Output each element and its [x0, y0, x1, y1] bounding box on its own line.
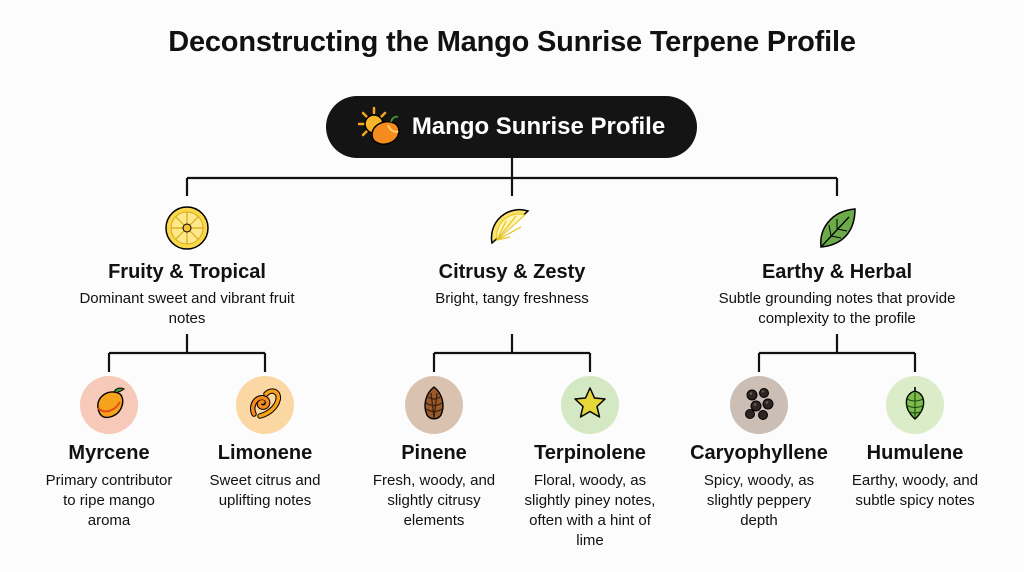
- terpinolene-circle: [561, 376, 619, 434]
- mango-icon: [90, 384, 128, 427]
- diagram-title: Deconstructing the Mango Sunrise Terpene…: [168, 26, 856, 58]
- terpene-name-myrcene: Myrcene: [68, 442, 150, 464]
- lemon-slice-icon: [488, 205, 536, 256]
- terpene-desc-humulene: Earthy, woody, and subtle spicy notes: [851, 472, 979, 509]
- terpene-desc-limonene: Sweet citrus and uplifting notes: [209, 472, 321, 509]
- terpene-name-limonene: Limonene: [217, 442, 313, 464]
- orange-peel-icon: [246, 384, 284, 427]
- category-title-fruity: Fruity & Tropical: [108, 261, 266, 283]
- category-desc-earthy: Subtle grounding notes that provide comp…: [718, 290, 956, 327]
- peppercorns-icon: [740, 384, 778, 427]
- humulene-circle: [886, 376, 944, 434]
- pineapple-slice-icon: [164, 205, 210, 256]
- limonene-circle: [236, 376, 294, 434]
- myrcene-circle: [80, 376, 138, 434]
- pinecone-icon: [415, 384, 453, 427]
- category-desc-fruity: Dominant sweet and vibrant fruit notes: [79, 290, 295, 327]
- terpene-name-caryophyllene: Caryophyllene: [690, 442, 828, 464]
- hop-icon: [896, 384, 934, 427]
- root-node: Mango Sunrise Profile: [326, 96, 697, 158]
- category-desc-citrusy: Bright, tangy freshness: [435, 290, 589, 307]
- terpene-desc-myrcene: Primary contributor to ripe mango aroma: [45, 472, 173, 529]
- terpene-name-pinene: Pinene: [401, 442, 467, 464]
- root-label: Mango Sunrise Profile: [411, 113, 666, 140]
- category-title-citrusy: Citrusy & Zesty: [438, 261, 586, 283]
- terpene-name-terpinolene: Terpinolene: [534, 442, 646, 464]
- terpene-desc-pinene: Fresh, woody, and slightly citrusy eleme…: [372, 472, 496, 529]
- leaf-icon: [815, 205, 859, 256]
- star-icon: [571, 384, 609, 427]
- category-title-earthy: Earthy & Herbal: [761, 261, 913, 283]
- terpene-desc-caryophyllene: Spicy, woody, as slightly peppery depth: [703, 472, 815, 529]
- terpene-desc-terpinolene: Floral, woody, as slightly piney notes, …: [524, 472, 656, 549]
- caryophyllene-circle: [730, 376, 788, 434]
- sun-mango-icon: [357, 105, 402, 149]
- terpene-name-humulene: Humulene: [866, 442, 964, 464]
- pinene-circle: [405, 376, 463, 434]
